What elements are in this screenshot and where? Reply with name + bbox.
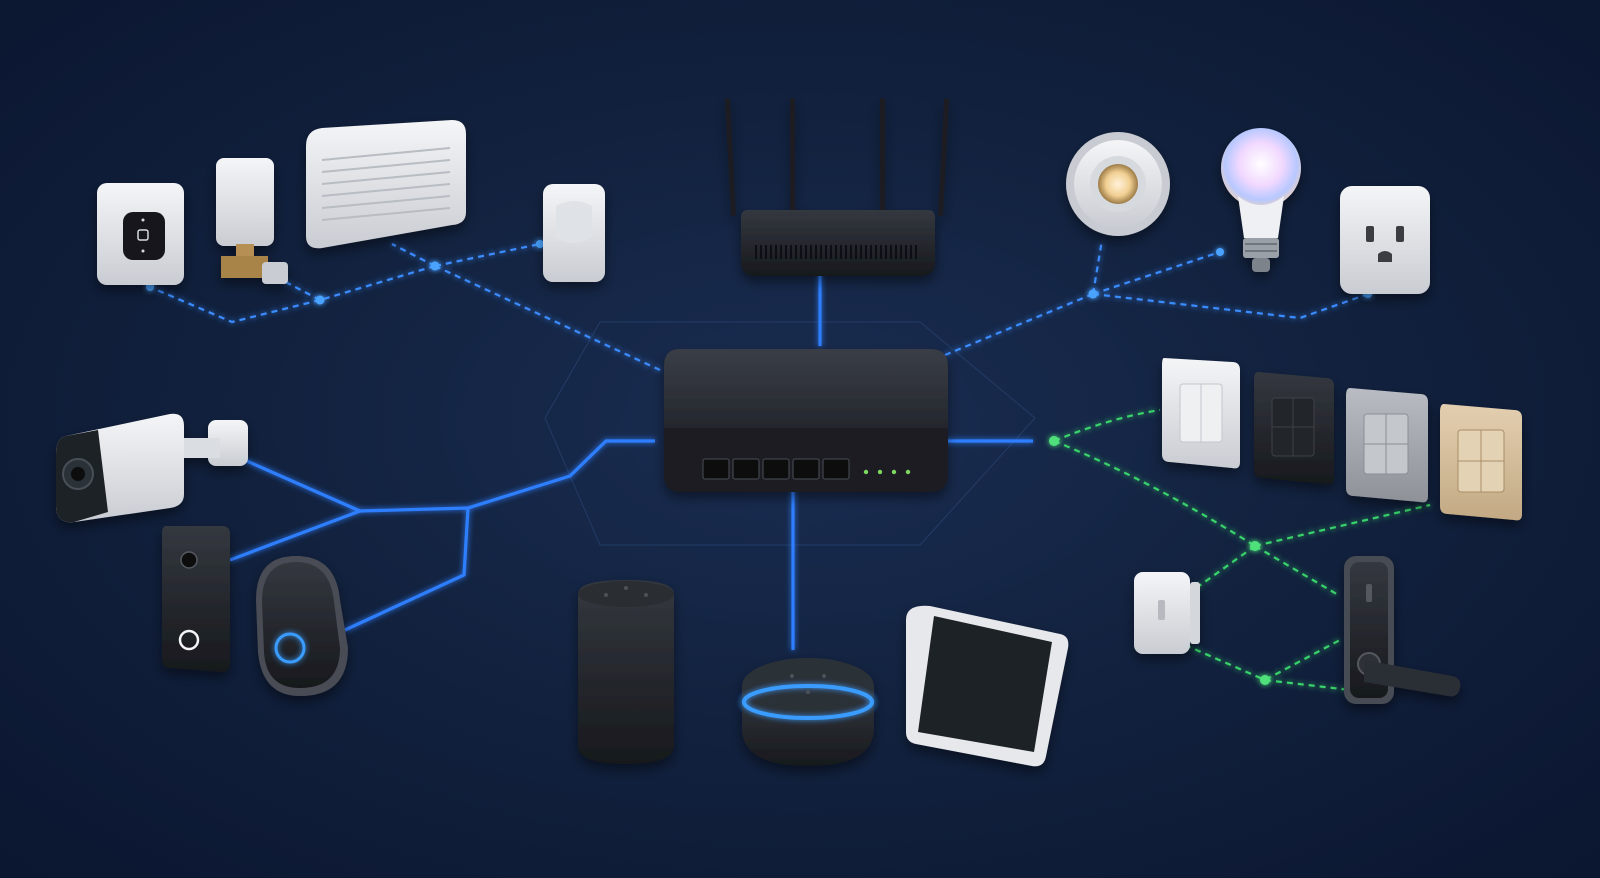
mesh-switch-1 (1053, 408, 1161, 443)
link-motion (434, 242, 541, 268)
port-icon (702, 458, 730, 480)
chime-icon (256, 556, 348, 696)
mesh-lock-bottom (1264, 678, 1351, 692)
downlight-icon (1066, 132, 1170, 236)
doorbell-icon (162, 526, 230, 672)
light-switch-icon (1162, 358, 1522, 521)
port-icon (822, 458, 850, 480)
smart-lock-icon (1344, 556, 1461, 704)
speaker-puck-icon (742, 658, 874, 766)
ethernet-ports (702, 458, 850, 480)
node-mesh-2 (1250, 541, 1260, 551)
mesh-switches (1254, 503, 1431, 548)
air-conditioner-icon (306, 120, 466, 249)
radiator-valve-icon (216, 158, 288, 284)
link-spotlight (1091, 239, 1104, 295)
node-tr-2 (1216, 248, 1224, 256)
wifi-router-icon (724, 98, 950, 276)
link-thermostat (149, 285, 321, 324)
mesh-junction (1053, 439, 1256, 547)
port-icon (732, 458, 760, 480)
link-hub-left (359, 439, 655, 513)
network-switch-icon (664, 349, 948, 492)
smart-bulb-icon (1221, 128, 1301, 272)
port-icon (762, 458, 790, 480)
link-valve-node (319, 264, 436, 302)
thermostat-icon (97, 183, 184, 285)
link-doorbell (229, 509, 361, 562)
link-plug (1092, 292, 1369, 320)
node-tr-1 (1088, 289, 1098, 299)
link-camera (239, 456, 361, 513)
smart-display-icon (906, 605, 1069, 767)
link-hub-topright (944, 292, 1094, 357)
hub-halo (544, 321, 1036, 546)
contact-sensor-icon (1134, 572, 1200, 654)
link-bulb (1092, 250, 1221, 296)
link-hub-topleft (434, 265, 661, 371)
status-leds (863, 469, 911, 475)
node-tl-4 (536, 240, 544, 248)
node-tl-2 (315, 295, 325, 305)
node-tl-1 (430, 261, 440, 271)
mesh-lock (1254, 545, 1341, 597)
link-ac (391, 243, 436, 267)
mesh-bottom (1184, 639, 1341, 682)
node-mesh-3 (1260, 675, 1270, 685)
security-camera-icon (56, 413, 248, 523)
port-icon (792, 458, 820, 480)
motion-sensor-icon (543, 184, 605, 282)
link-chime (344, 507, 470, 632)
node-mesh-1 (1049, 436, 1059, 446)
power-outlet-icon (1340, 186, 1430, 294)
network-links (149, 239, 1431, 692)
speaker-icon (578, 580, 674, 764)
link-valve (277, 277, 321, 301)
